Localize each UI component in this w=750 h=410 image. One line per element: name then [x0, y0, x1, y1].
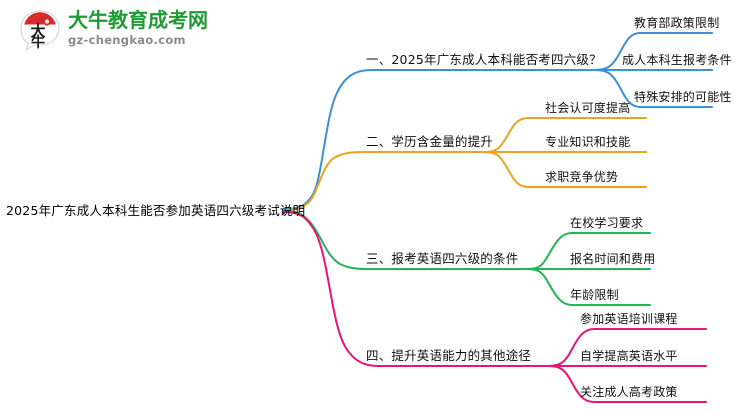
svg-text:大: 大 [30, 22, 45, 40]
mindmap-leaf-1-3[interactable]: 特殊安排的可能性 [634, 90, 732, 104]
logo-title: 大牛教育成考网 [68, 8, 208, 32]
mindmap-leaf-2-2[interactable]: 专业知识和技能 [545, 135, 631, 149]
mindmap-leaf-4-3[interactable]: 关注成人高考政策 [580, 385, 678, 399]
mindmap-leaf-1-1[interactable]: 教育部政策限制 [634, 16, 720, 30]
site-logo[interactable]: 大 牛 大牛教育成考网 gz-chengkao.com [14, 6, 208, 54]
mindmap-leaf-3-2[interactable]: 报名时间和费用 [570, 252, 656, 266]
mindmap-branch-4[interactable]: 四、提升英语能力的其他途径 [366, 348, 532, 363]
logo-subtitle: gz-chengkao.com [68, 33, 186, 47]
mindmap-leaf-4-2[interactable]: 自学提高英语水平 [580, 349, 678, 363]
mindmap-leaf-2-1[interactable]: 社会认可度提高 [545, 101, 631, 115]
edge-group-branch-4 [282, 211, 707, 403]
mindmap-leaf-3-3[interactable]: 年龄限制 [570, 288, 619, 302]
svg-text:牛: 牛 [31, 34, 45, 51]
edge-group-branch-2 [282, 117, 647, 211]
edge-group-branch-3 [282, 210, 651, 306]
dainiu-speech-bubble-logo-icon: 大 牛 [20, 10, 60, 51]
mindmap-root-node[interactable]: 2025年广东成人本科生能否参加英语四六级考试说明 [6, 203, 306, 218]
mindmap-leaf-4-1[interactable]: 参加英语培训课程 [580, 312, 678, 326]
mindmap-branch-2[interactable]: 二、学历含金量的提升 [366, 134, 494, 149]
edge-group-branch-1 [282, 32, 713, 210]
mindmap-leaf-2-3[interactable]: 求职竞争优势 [545, 170, 619, 184]
mindmap-branch-1[interactable]: 一、2025年广东成人本科能否考四六级？ [366, 52, 602, 67]
mindmap-leaf-3-1[interactable]: 在校学习要求 [570, 216, 644, 230]
mindmap-branch-3[interactable]: 三、报考英语四六级的条件 [366, 251, 519, 266]
mindmap-leaf-1-2[interactable]: 成人本科生报考条件 [622, 53, 732, 67]
